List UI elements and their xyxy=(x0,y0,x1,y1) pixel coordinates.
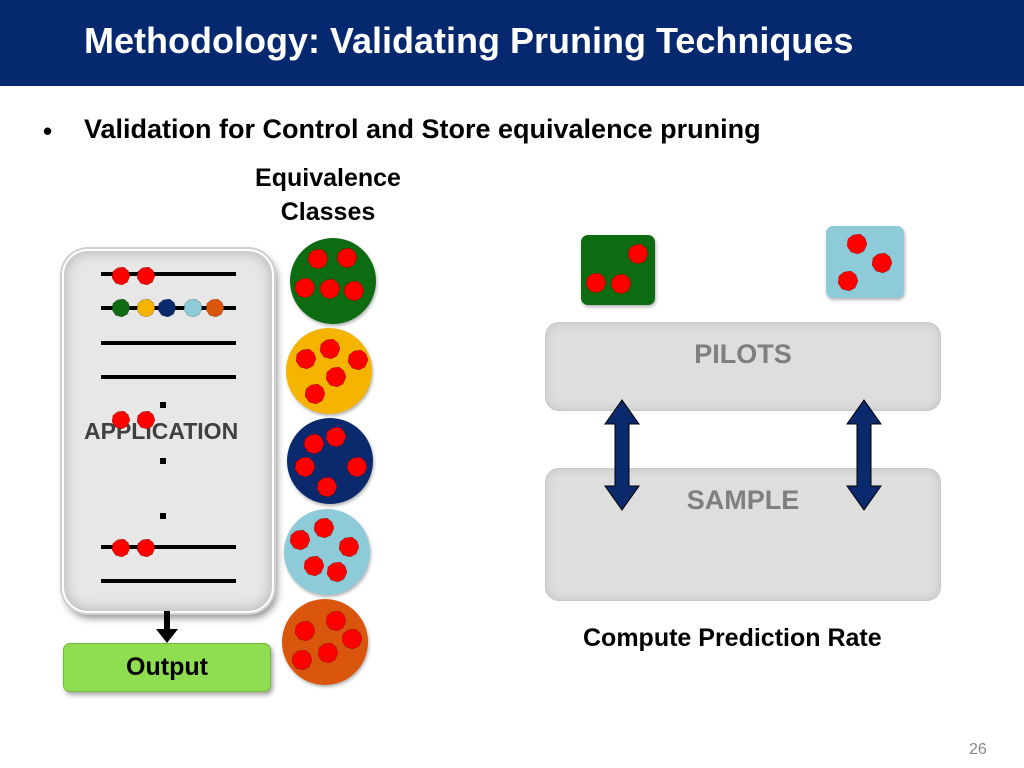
blob-icon xyxy=(158,299,176,317)
blob-icon xyxy=(137,299,155,317)
blob-icon xyxy=(339,537,359,557)
pilots-panel: PILOTS xyxy=(545,322,941,411)
blob-icon xyxy=(348,350,368,370)
blob-icon xyxy=(184,299,202,317)
double-arrow-icon xyxy=(846,399,882,511)
blob-icon xyxy=(586,273,606,293)
blob-icon xyxy=(347,457,367,477)
blob-icon xyxy=(292,650,312,670)
blob-icon xyxy=(611,274,631,294)
ellipsis-dot xyxy=(160,458,166,464)
blob-icon xyxy=(308,249,328,269)
equivalence-heading-line-2: Classes xyxy=(280,198,376,226)
blob-icon xyxy=(206,299,224,317)
blob-icon xyxy=(137,539,155,557)
blob-icon xyxy=(295,278,315,298)
bullet-marker: • xyxy=(43,116,53,146)
ellipsis-dot xyxy=(160,513,166,519)
application-label: APPLICATION xyxy=(84,418,239,444)
blob-icon xyxy=(320,279,340,299)
blob-icon xyxy=(320,339,340,359)
blob-icon xyxy=(318,643,338,663)
blob-icon xyxy=(112,267,130,285)
blob-icon xyxy=(290,530,310,550)
blob-icon xyxy=(295,457,315,477)
blob-icon xyxy=(337,248,357,268)
blob-icon xyxy=(304,556,324,576)
down-arrow-icon xyxy=(156,611,178,643)
blob-icon xyxy=(137,267,155,285)
instruction-line xyxy=(101,545,236,549)
instruction-line xyxy=(101,579,236,583)
bullet-text: Validation for Control and Store equival… xyxy=(84,114,761,144)
slide-title: Methodology: Validating Pruning Techniqu… xyxy=(84,20,854,61)
blob-icon xyxy=(326,427,346,447)
blob-icon xyxy=(112,411,130,429)
blob-icon xyxy=(838,271,858,291)
sample-label: SAMPLE xyxy=(686,485,800,515)
output-box: Output xyxy=(63,643,271,692)
blob-icon xyxy=(314,518,334,538)
instruction-line xyxy=(101,341,236,345)
blob-icon xyxy=(344,281,364,301)
blob-icon xyxy=(326,367,346,387)
blob-icon xyxy=(317,477,337,497)
double-arrow-icon xyxy=(604,399,640,511)
blob-icon xyxy=(112,299,130,317)
page-number: 26 xyxy=(969,741,987,758)
pilots-label: PILOTS xyxy=(694,339,792,369)
prediction-rate-caption: Compute Prediction Rate xyxy=(583,624,882,652)
blob-icon xyxy=(305,384,325,404)
blob-icon xyxy=(847,234,867,254)
blob-icon xyxy=(112,539,130,557)
title-bar: Methodology: Validating Pruning Techniqu… xyxy=(0,0,1024,86)
equivalence-classes-heading: Equivalence Classes xyxy=(228,161,428,229)
blob-icon xyxy=(137,411,155,429)
blob-icon xyxy=(326,611,346,631)
blob-icon xyxy=(342,629,362,649)
instruction-line xyxy=(101,272,236,276)
blob-icon xyxy=(872,253,892,273)
blob-icon xyxy=(628,244,648,264)
equivalence-heading-line-1: Equivalence xyxy=(255,164,401,192)
instruction-line xyxy=(101,375,236,379)
blob-icon xyxy=(327,562,347,582)
blob-icon xyxy=(295,621,315,641)
blob-icon xyxy=(296,349,316,369)
blob-icon xyxy=(304,434,324,454)
ellipsis-dot xyxy=(160,402,166,408)
